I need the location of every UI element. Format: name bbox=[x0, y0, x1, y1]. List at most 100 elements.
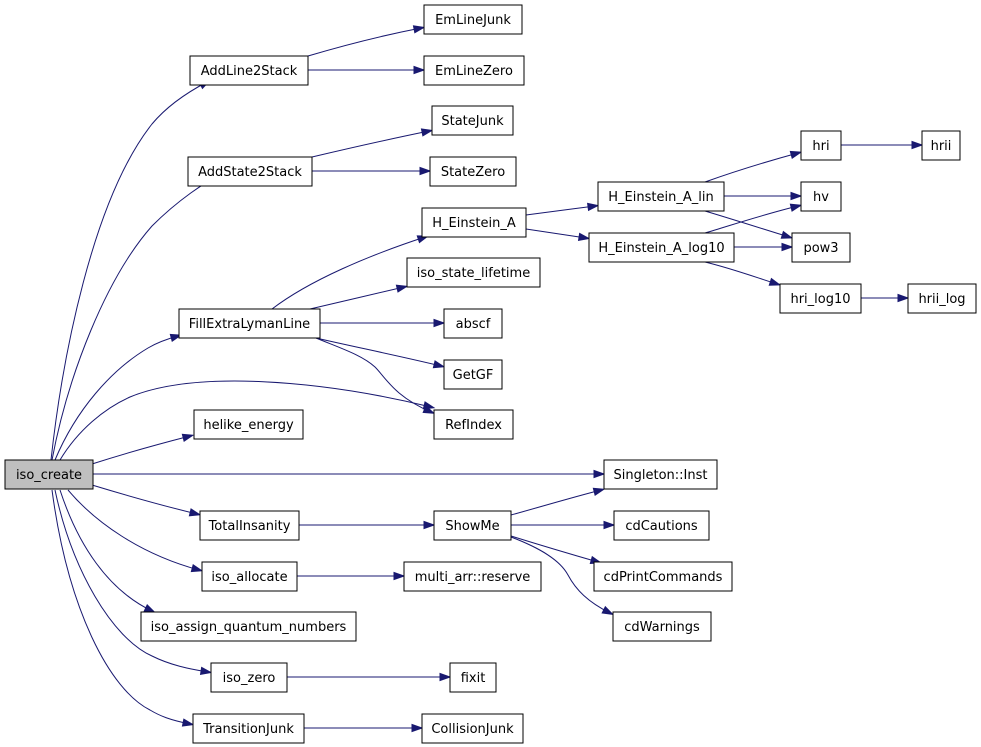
edge-add-state2-stack-to-state-zero bbox=[312, 166, 432, 176]
node-box[interactable] bbox=[791, 232, 851, 263]
node-box[interactable] bbox=[443, 308, 503, 339]
edge-hri-to-hrii bbox=[841, 140, 924, 150]
node-box[interactable] bbox=[423, 55, 525, 86]
node-hv[interactable]: hv bbox=[800, 181, 842, 212]
node-box[interactable] bbox=[431, 105, 514, 136]
node-box[interactable] bbox=[433, 409, 514, 440]
node-state-junk[interactable]: StateJunk bbox=[431, 105, 514, 136]
node-label: hri bbox=[812, 139, 829, 154]
node-label: RefIndex bbox=[445, 418, 502, 433]
node-box[interactable] bbox=[403, 561, 542, 592]
node-box[interactable] bbox=[178, 308, 321, 339]
node-h-einstein-a-log10[interactable]: H_Einstein_A_log10 bbox=[588, 232, 735, 263]
node-ref-index[interactable]: RefIndex bbox=[433, 409, 514, 440]
node-box[interactable] bbox=[199, 510, 300, 541]
node-box[interactable] bbox=[588, 232, 735, 263]
node-box[interactable] bbox=[421, 207, 527, 238]
node-label: pow3 bbox=[803, 241, 838, 256]
node-box[interactable] bbox=[433, 510, 512, 541]
node-iso-allocate[interactable]: iso_allocate bbox=[201, 561, 298, 592]
node-box[interactable] bbox=[201, 561, 298, 592]
node-box[interactable] bbox=[406, 257, 541, 288]
node-box[interactable] bbox=[4, 459, 94, 490]
edge-h-einstein-a-lin-to-pow3 bbox=[704, 210, 794, 239]
node-helike-energy[interactable]: helike_energy bbox=[193, 409, 304, 440]
node-hri[interactable]: hri bbox=[800, 130, 842, 161]
edge-h-einstein-a-log10-to-pow3 bbox=[734, 242, 794, 252]
node-box[interactable] bbox=[613, 510, 710, 541]
node-label: hrii bbox=[931, 139, 952, 154]
node-add-state2-stack[interactable]: AddState2Stack bbox=[187, 156, 313, 187]
node-fixit[interactable]: fixit bbox=[449, 662, 497, 693]
node-box[interactable] bbox=[421, 713, 524, 744]
node-label: multi_arr::reserve bbox=[415, 570, 531, 585]
node-transition-junk[interactable]: TransitionJunk bbox=[192, 713, 305, 744]
edge-iso-create-to-iso-zero bbox=[54, 489, 213, 675]
node-box[interactable] bbox=[210, 662, 288, 693]
node-cd-print-commands[interactable]: cdPrintCommands bbox=[593, 561, 733, 592]
edge-iso-allocate-to-multi-arr-reserve bbox=[297, 571, 406, 581]
node-add-line2-stack[interactable]: AddLine2Stack bbox=[189, 55, 309, 86]
node-iso-state-lifetime[interactable]: iso_state_lifetime bbox=[406, 257, 541, 288]
node-label: cdPrintCommands bbox=[604, 570, 723, 585]
call-graph-edges bbox=[50, 25, 924, 733]
edge-show-me-to-cd-warnings bbox=[510, 536, 615, 616]
node-box[interactable] bbox=[593, 561, 733, 592]
node-box[interactable] bbox=[193, 409, 304, 440]
node-label: H_Einstein_A_log10 bbox=[598, 241, 724, 256]
node-label: StateZero bbox=[441, 165, 505, 180]
node-box[interactable] bbox=[612, 611, 712, 642]
edge-add-state2-stack-to-state-junk bbox=[311, 128, 434, 158]
node-box[interactable] bbox=[140, 611, 357, 642]
node-label: StateJunk bbox=[441, 114, 504, 129]
node-box[interactable] bbox=[779, 283, 862, 314]
edge-h-einstein-a-lin-to-hv bbox=[724, 191, 803, 201]
node-label: iso_create bbox=[16, 468, 82, 483]
node-box[interactable] bbox=[423, 4, 523, 35]
node-get-gf[interactable]: GetGF bbox=[443, 359, 503, 390]
node-iso-assign-quantum-numbers[interactable]: iso_assign_quantum_numbers bbox=[140, 611, 357, 642]
node-box[interactable] bbox=[429, 156, 517, 187]
node-multi-arr-reserve[interactable]: multi_arr::reserve bbox=[403, 561, 542, 592]
node-collision-junk[interactable]: CollisionJunk bbox=[421, 713, 524, 744]
node-box[interactable] bbox=[187, 156, 313, 187]
edge-show-me-to-cd-cautions bbox=[511, 520, 616, 530]
node-h-einstein-a[interactable]: H_Einstein_A bbox=[421, 207, 527, 238]
node-box[interactable] bbox=[603, 459, 718, 490]
node-box[interactable] bbox=[189, 55, 309, 86]
node-em-line-zero[interactable]: EmLineZero bbox=[423, 55, 525, 86]
node-iso-create[interactable]: iso_create bbox=[4, 459, 94, 490]
node-singleton-inst[interactable]: Singleton::Inst bbox=[603, 459, 718, 490]
node-label: EmLineJunk bbox=[435, 13, 511, 28]
node-total-insanity[interactable]: TotalInsanity bbox=[199, 510, 300, 541]
node-box[interactable] bbox=[921, 130, 961, 161]
node-abscf[interactable]: abscf bbox=[443, 308, 503, 339]
node-label: hrii_log bbox=[918, 292, 965, 307]
edge-fill-extra-lyman-line-to-abscf bbox=[320, 318, 446, 328]
node-box[interactable] bbox=[800, 130, 842, 161]
node-pow3[interactable]: pow3 bbox=[791, 232, 851, 263]
edge-add-line2-stack-to-em-line-junk bbox=[307, 25, 426, 57]
node-label: AddState2Stack bbox=[198, 165, 302, 180]
node-label: CollisionJunk bbox=[431, 722, 514, 737]
node-box[interactable] bbox=[449, 662, 497, 693]
node-box[interactable] bbox=[907, 283, 977, 314]
node-label: H_Einstein_A_lin bbox=[608, 190, 713, 205]
node-box[interactable] bbox=[443, 359, 503, 390]
node-box[interactable] bbox=[800, 181, 842, 212]
node-h-einstein-a-lin[interactable]: H_Einstein_A_lin bbox=[597, 181, 725, 212]
node-fill-extra-lyman-line[interactable]: FillExtraLymanLine bbox=[178, 308, 321, 339]
node-hrii-log[interactable]: hrii_log bbox=[907, 283, 977, 314]
node-iso-zero[interactable]: iso_zero bbox=[210, 662, 288, 693]
node-label: cdWarnings bbox=[624, 620, 700, 635]
node-hri-log10[interactable]: hri_log10 bbox=[779, 283, 862, 314]
node-cd-warnings[interactable]: cdWarnings bbox=[612, 611, 712, 642]
edge-transition-junk-to-collision-junk bbox=[304, 723, 424, 733]
node-hrii[interactable]: hrii bbox=[921, 130, 961, 161]
node-em-line-junk[interactable]: EmLineJunk bbox=[423, 4, 523, 35]
node-state-zero[interactable]: StateZero bbox=[429, 156, 517, 187]
node-cd-cautions[interactable]: cdCautions bbox=[613, 510, 710, 541]
node-box[interactable] bbox=[192, 713, 305, 744]
node-show-me[interactable]: ShowMe bbox=[433, 510, 512, 541]
node-box[interactable] bbox=[597, 181, 725, 212]
